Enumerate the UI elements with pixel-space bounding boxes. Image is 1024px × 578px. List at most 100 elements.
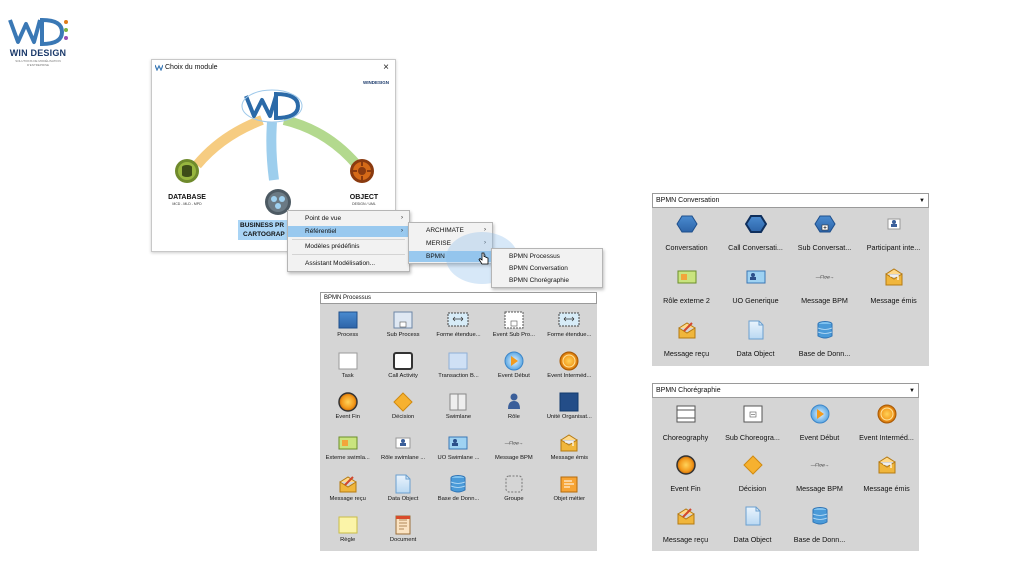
menu-item-archimate[interactable]: ARCHIMATE› — [409, 225, 492, 236]
palette-item[interactable]: Décision — [719, 455, 786, 496]
palette-item-label: Data Object — [387, 496, 419, 502]
palette-item[interactable]: Règle — [320, 515, 375, 549]
close-icon[interactable]: × — [383, 62, 389, 73]
palette-item[interactable]: Transaction B... — [431, 351, 486, 385]
menu-item-modeles-predefinis[interactable]: Modèles prédéfinis — [288, 241, 409, 252]
palette-item[interactable]: Forme étendue... — [542, 310, 597, 344]
dropdown-arrow-icon[interactable]: ▼ — [919, 198, 925, 204]
gateway-icon — [742, 455, 763, 475]
palette-item[interactable]: Choreography — [652, 404, 719, 445]
palette-item[interactable]: Call Activity — [375, 351, 430, 385]
menu-item-bpmn-choregraphie[interactable]: BPMN Chorégraphie — [492, 275, 602, 286]
palette-item[interactable]: Message émis — [542, 433, 597, 467]
palette-item-label: Sub Choreogra... — [725, 433, 780, 442]
group-icon — [505, 475, 523, 493]
context-menu: Point de vue› Référentiel› Modèles prédé… — [287, 210, 410, 272]
svg-text:—Flow→: —Flow→ — [815, 275, 834, 280]
message-sent-icon — [560, 434, 578, 452]
palette-item[interactable]: Rôle swimlane ... — [375, 433, 430, 467]
menu-item-merise[interactable]: MERISE› — [409, 238, 492, 249]
palette-item[interactable]: Process — [320, 310, 375, 344]
palette-item[interactable]: Message reçu — [652, 506, 719, 547]
palette-item[interactable]: Message reçu — [320, 474, 375, 508]
app-icon — [155, 64, 163, 71]
database-module-icon[interactable] — [174, 158, 200, 184]
palette-item-label: Swimlane — [445, 414, 472, 420]
object-module-icon[interactable] — [349, 158, 375, 184]
palette-item[interactable]: Data Object — [375, 474, 430, 508]
palette-select-processus[interactable]: BPMN Processus — [320, 292, 597, 304]
object-module-label[interactable]: OBJECT — [349, 194, 379, 201]
palette-item[interactable]: Base de Donn... — [431, 474, 486, 508]
message-received-icon — [339, 476, 357, 493]
palette-item[interactable]: Objet métier — [542, 474, 597, 508]
menu-item-label: Modèles prédéfinis — [305, 243, 360, 250]
palette-item[interactable]: UO Swimlane ... — [431, 433, 486, 467]
palette-item[interactable]: Call Conversati... — [721, 214, 790, 255]
menu-item-label: ARCHIMATE — [426, 227, 464, 234]
menu-item-point-de-vue[interactable]: Point de vue› — [288, 213, 409, 224]
message-flow-icon: —Flow→ — [815, 275, 834, 280]
dropdown-arrow-icon[interactable]: ▼ — [909, 388, 915, 394]
palette-select-choregraphie[interactable]: BPMN Chorégraphie ▼ — [652, 383, 919, 398]
palette-item-label: Rôle externe 2 — [663, 296, 710, 305]
palette-item[interactable]: Event Interméd... — [853, 404, 920, 445]
palette-item-label: Data Object — [736, 349, 775, 358]
palette-item[interactable]: —Flow→Message BPM — [786, 455, 853, 496]
palette-item[interactable]: Document — [375, 515, 430, 549]
palette-item[interactable]: Data Object — [719, 506, 786, 547]
palette-item[interactable]: Sub Choreogra... — [719, 404, 786, 445]
palette-item[interactable]: Rôle — [486, 392, 541, 426]
intermediate-event-icon — [877, 404, 896, 424]
end-event-icon — [675, 455, 696, 475]
palette-item[interactable]: Message reçu — [652, 320, 721, 361]
wd-central-logo-icon — [241, 89, 303, 123]
palette-item[interactable]: Task — [320, 351, 375, 385]
menu-item-bpmn[interactable]: BPMN› — [409, 251, 492, 262]
menu-item-bpmn-processus[interactable]: BPMN Processus — [492, 251, 602, 262]
menu-item-label: Référentiel — [305, 228, 337, 235]
palette-item[interactable]: Sub Process — [375, 310, 430, 344]
palette-item-label: Event Interméd... — [859, 433, 914, 442]
business-process-module-sub: CARTOGRAP — [243, 231, 285, 238]
palette-item[interactable]: Data Object — [721, 320, 790, 361]
palette-item[interactable]: Event Fin — [652, 455, 719, 496]
palette-item[interactable]: Unité Organisat... — [542, 392, 597, 426]
external-swimlane-icon — [338, 436, 358, 450]
brand-tagline: SOLUTIONS DE MODÉLISATION D'ENTREPRISE — [15, 59, 61, 67]
palette-item[interactable]: Event Début — [486, 351, 541, 385]
palette-item[interactable]: Base de Donn... — [786, 506, 853, 547]
palette-item-label: Groupe — [504, 496, 524, 502]
palette-item[interactable]: —Flow→Message BPM — [790, 267, 859, 308]
menu-item-assistant-modelisation[interactable]: Assistant Modélisation... — [288, 258, 409, 269]
menu-item-referentiel[interactable]: Référentiel› — [288, 226, 409, 237]
palette-item[interactable]: Participant inte... — [859, 214, 928, 255]
palette-item[interactable]: —Flow→Message BPM — [486, 433, 541, 467]
palette-item[interactable]: Sub Conversat... — [790, 214, 859, 255]
swimlane-icon — [449, 393, 467, 411]
menu-item-label: BPMN Chorégraphie — [509, 277, 569, 284]
palette-item[interactable]: Rôle externe 2 — [652, 267, 721, 308]
palette-item[interactable]: Conversation — [652, 214, 721, 255]
participant-icon — [887, 218, 900, 230]
business-process-module-icon[interactable] — [264, 188, 292, 216]
palette-select-conversation[interactable]: BPMN Conversation ▼ — [652, 193, 929, 208]
palette-item[interactable]: Base de Donn... — [790, 320, 859, 361]
palette-item[interactable]: Forme étendue... — [431, 310, 486, 344]
database-module-label[interactable]: DATABASE — [168, 194, 206, 201]
menu-item-bpmn-conversation[interactable]: BPMN Conversation — [492, 263, 602, 274]
palette-item[interactable]: Event Début — [786, 404, 853, 445]
palette-item[interactable]: Message émis — [853, 455, 920, 496]
palette-item[interactable]: Message émis — [859, 267, 928, 308]
palette-item[interactable]: Swimlane — [431, 392, 486, 426]
palette-item[interactable]: UO Generique — [721, 267, 790, 308]
palette-item[interactable]: Event Sub Pro... — [486, 310, 541, 344]
palette-item[interactable]: Event Fin — [320, 392, 375, 426]
palette-item[interactable]: Externe swimla... — [320, 433, 375, 467]
palette-item[interactable]: Décision — [375, 392, 430, 426]
business-process-label-box[interactable]: BUSINESS PR CARTOGRAP — [238, 220, 298, 240]
call-activity-icon — [393, 352, 414, 370]
palette-item[interactable]: Event Interméd... — [542, 351, 597, 385]
palette-item-label: Process — [337, 332, 359, 338]
palette-item[interactable]: Groupe — [486, 474, 541, 508]
